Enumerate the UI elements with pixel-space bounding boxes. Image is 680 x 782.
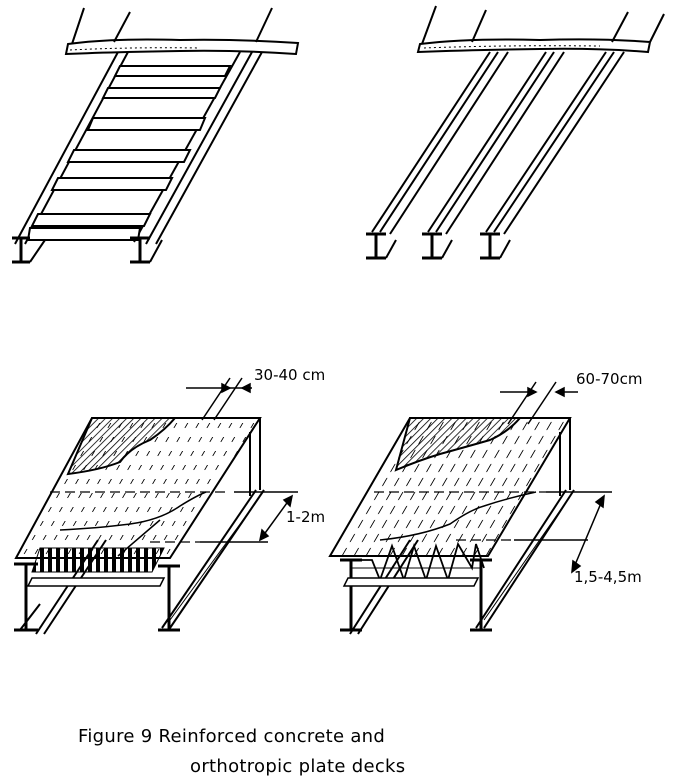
dim-label-1-2m: 1-2m xyxy=(286,508,325,526)
parallel-girders-diagram xyxy=(366,5,665,260)
ladder-deck-diagram xyxy=(12,7,300,264)
cross-beams xyxy=(30,65,232,227)
dim-label-60-70: 60-70cm xyxy=(576,370,642,388)
caption-line-2: orthotropic plate decks xyxy=(190,756,406,777)
dim-label-30-40: 30-40 cm xyxy=(254,366,325,384)
dimension-60-70 xyxy=(500,381,578,425)
orthotropic-deck-diagram xyxy=(328,417,575,635)
reinforced-concrete-deck-diagram xyxy=(14,417,265,635)
dimension-1-2m xyxy=(200,491,298,543)
dim-label-1-5-4-5m: 1,5-4,5m xyxy=(574,568,642,586)
dimension-30-40 xyxy=(186,377,252,421)
dimension-1-5-4-5m xyxy=(514,491,612,574)
figure-caption: Figure 9 Reinforced concrete and orthotr… xyxy=(78,722,498,782)
caption-line-1: Figure 9 Reinforced concrete and xyxy=(78,726,386,747)
